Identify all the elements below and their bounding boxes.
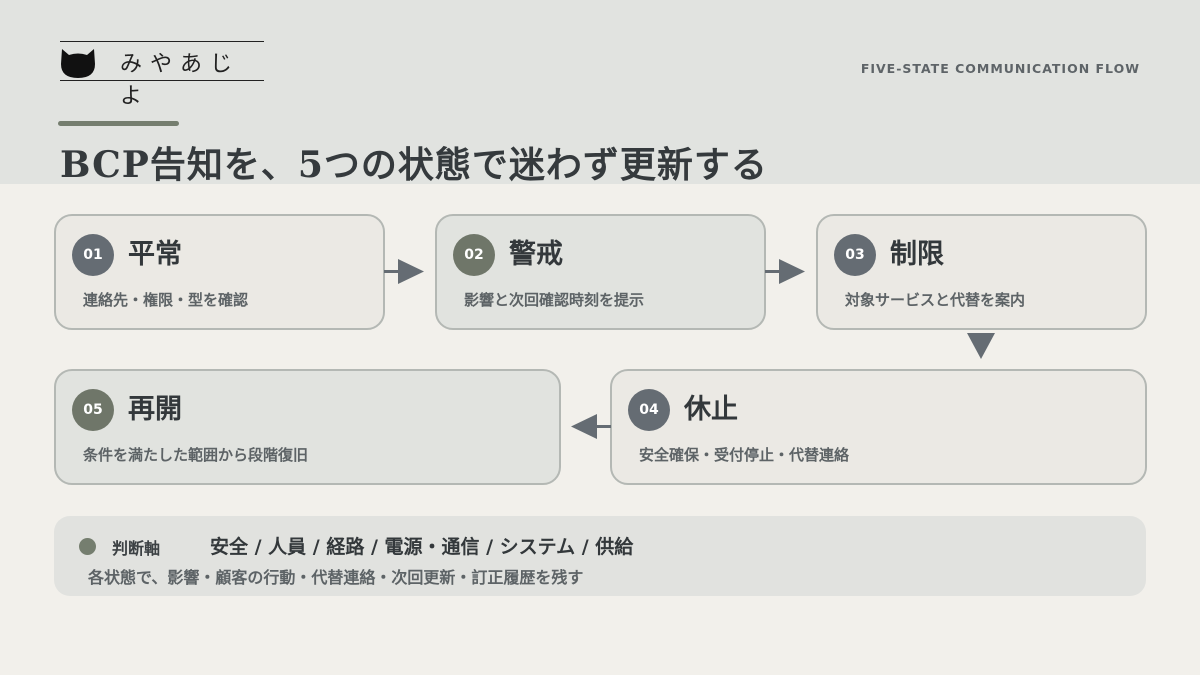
header-band bbox=[0, 0, 1200, 184]
step-description: 条件を満たした範囲から段階復旧 bbox=[83, 446, 309, 464]
title-accent-bar bbox=[58, 121, 179, 126]
arrow-left-icon bbox=[571, 414, 611, 439]
arrow-down-icon bbox=[967, 333, 995, 359]
eyebrow-label: FIVE-STATE COMMUNICATION FLOW bbox=[860, 61, 1140, 76]
step-number-badge: 01 bbox=[72, 234, 114, 276]
step-title: 制限 bbox=[890, 239, 944, 270]
arrow-right-icon bbox=[384, 259, 424, 284]
arrow-right-icon bbox=[765, 259, 805, 284]
step-description: 安全確保・受付停止・代替連絡 bbox=[639, 446, 850, 464]
step-number-badge: 03 bbox=[834, 234, 876, 276]
step-title: 休止 bbox=[684, 394, 738, 425]
criteria-list: 安全 / 人員 / 経路 / 電源・通信 / システム / 供給 bbox=[210, 536, 634, 558]
step-card-normal: 01 平常 連絡先・権限・型を確認 bbox=[54, 214, 385, 330]
step-description: 連絡先・権限・型を確認 bbox=[83, 291, 249, 309]
criteria-label: 判断軸 bbox=[112, 539, 161, 558]
step-card-suspended: 04 休止 安全確保・受付停止・代替連絡 bbox=[610, 369, 1147, 485]
cat-icon bbox=[61, 49, 95, 78]
step-number-badge: 04 bbox=[628, 389, 670, 431]
step-title: 警戒 bbox=[509, 239, 563, 270]
step-number-badge: 05 bbox=[72, 389, 114, 431]
step-title: 再開 bbox=[128, 394, 182, 425]
brand-logo: みやあじよ bbox=[60, 41, 264, 109]
logo-text: みやあじよ bbox=[120, 52, 241, 109]
step-description: 対象サービスと代替を案内 bbox=[845, 291, 1026, 309]
step-card-alert: 02 警戒 影響と次回確認時刻を提示 bbox=[435, 214, 766, 330]
step-card-restricted: 03 制限 対象サービスと代替を案内 bbox=[816, 214, 1147, 330]
step-number-badge: 02 bbox=[453, 234, 495, 276]
criteria-panel: 判断軸 安全 / 人員 / 経路 / 電源・通信 / システム / 供給 各状態… bbox=[54, 516, 1146, 596]
page-title: BCP告知を、5つの状態で迷わず更新する bbox=[60, 144, 768, 186]
step-title: 平常 bbox=[128, 239, 182, 270]
criteria-note: 各状態で、影響・顧客の行動・代替連絡・次回更新・訂正履歴を残す bbox=[88, 568, 584, 587]
step-card-resumed: 05 再開 条件を満たした範囲から段階復旧 bbox=[54, 369, 561, 485]
bullet-dot-icon bbox=[79, 538, 96, 555]
step-description: 影響と次回確認時刻を提示 bbox=[464, 291, 645, 309]
